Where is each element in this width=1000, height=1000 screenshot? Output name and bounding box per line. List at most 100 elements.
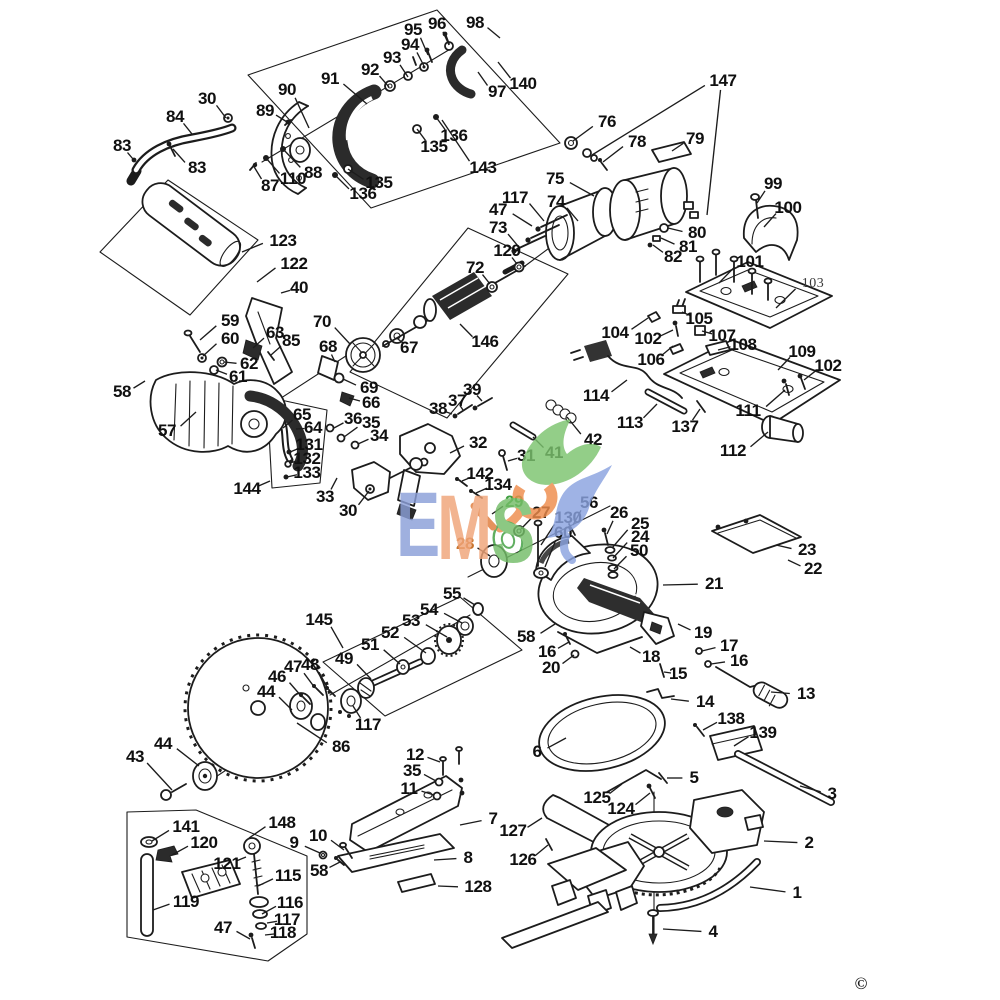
leader-line-137 <box>691 408 701 421</box>
leader-line-62 <box>223 361 237 364</box>
leader-line-12 <box>427 756 441 763</box>
part-label-108: 108 <box>729 335 757 354</box>
part-label-11: 11 <box>400 779 418 798</box>
leader-line-48 <box>318 671 329 690</box>
leader-line-59 <box>199 325 217 341</box>
leader-line-4 <box>662 928 702 933</box>
part-label-56: 56 <box>579 493 599 512</box>
part-label-138: 138 <box>717 709 745 728</box>
leader-line-31 <box>507 457 518 462</box>
leader-line-82 <box>652 244 664 253</box>
part-label-38: 38 <box>428 399 448 418</box>
motor-mount-and-armature <box>317 260 526 407</box>
part-label-17: 17 <box>719 636 739 655</box>
part-label-88: 88 <box>303 163 323 182</box>
leader-line-95 <box>419 37 429 56</box>
leader-line-30 <box>357 490 370 506</box>
leader-line-76 <box>572 125 594 142</box>
leader-line-89 <box>275 114 288 123</box>
part-label-91: 91 <box>320 69 340 88</box>
leader-line-57 <box>180 411 197 427</box>
part-label-143: 143 <box>469 158 497 177</box>
part-label-98: 98 <box>465 13 485 32</box>
part-label-96: 96 <box>427 14 447 33</box>
leader-line-8 <box>433 857 457 861</box>
leader-line-88 <box>282 148 301 168</box>
part-label-146: 146 <box>471 332 499 351</box>
leader-line-107 <box>701 330 713 335</box>
blade-guard-parts <box>249 31 476 195</box>
leader-line-33 <box>330 477 338 490</box>
leader-line-1 <box>749 886 786 893</box>
part-label-126: 126 <box>509 850 537 869</box>
part-label-47: 47 <box>283 657 303 676</box>
leader-line-121 <box>236 856 247 862</box>
part-label-94: 94 <box>400 35 420 54</box>
part-label-19: 19 <box>693 623 713 642</box>
part-label-2: 2 <box>804 833 814 852</box>
part-label-43: 43 <box>125 747 145 766</box>
part-label-16: 16 <box>537 642 557 661</box>
part-label-145: 145 <box>305 610 333 629</box>
leader-line-147 <box>706 89 722 216</box>
leader-line-9 <box>304 845 321 854</box>
part-label-117: 117 <box>501 188 529 207</box>
leader-line-40 <box>280 289 291 294</box>
part-label-131: 131 <box>295 435 323 454</box>
part-label-76: 76 <box>597 112 617 131</box>
part-label-100: 100 <box>774 198 802 217</box>
leader-line-30 <box>215 104 227 119</box>
part-label-127: 127 <box>499 821 527 840</box>
leader-line-135 <box>416 128 427 141</box>
leader-line-6 <box>547 737 567 749</box>
part-label-25: 25 <box>630 514 650 533</box>
part-label-106: 106 <box>637 350 665 369</box>
part-label-14: 14 <box>695 692 715 711</box>
part-label-124: 124 <box>607 799 635 818</box>
part-label-132: 132 <box>293 449 321 468</box>
part-label-139: 139 <box>749 723 777 742</box>
part-label-111: 111 <box>735 401 761 420</box>
part-label-42: 42 <box>583 430 603 449</box>
leader-line-47 <box>303 672 316 689</box>
leader-line-64 <box>295 427 305 430</box>
part-label-28: 28 <box>455 534 475 553</box>
leader-line-58 <box>133 380 146 389</box>
part-label-133: 133 <box>293 463 321 482</box>
part-label-12: 12 <box>405 745 425 764</box>
leader-line-81 <box>660 237 675 245</box>
part-label-89: 89 <box>255 101 275 120</box>
part-label-30: 30 <box>338 501 358 520</box>
leader-line-98 <box>487 27 501 39</box>
part-label-6: 6 <box>532 742 542 761</box>
carry-handle <box>126 113 237 186</box>
leader-line-93 <box>399 64 409 78</box>
leader-line-144 <box>258 480 271 487</box>
part-label-32: 32 <box>468 433 488 452</box>
leader-line-66 <box>348 397 361 402</box>
part-label-31: 31 <box>516 446 536 465</box>
leader-line-49 <box>356 663 372 680</box>
part-label-3: 3 <box>827 784 837 803</box>
leader-line-141 <box>151 829 170 842</box>
leader-line-79 <box>671 142 684 152</box>
leader-line-83 <box>172 148 186 163</box>
leader-line-123 <box>241 242 264 253</box>
leader-line-97 <box>477 71 489 86</box>
part-label-61: 61 <box>228 367 248 386</box>
part-label-49: 49 <box>334 649 354 668</box>
leader-line-146 <box>459 323 473 338</box>
leader-line-11 <box>421 790 435 796</box>
part-label-4: 4 <box>708 922 718 941</box>
leader-line-69 <box>342 378 357 386</box>
part-label-102: 102 <box>634 329 662 348</box>
part-label-58: 58 <box>309 861 329 880</box>
leader-line-17 <box>701 646 716 652</box>
leader-line-125 <box>609 783 623 795</box>
motor-field-housing <box>486 136 699 293</box>
leader-line-20 <box>562 654 575 665</box>
part-label-51: 51 <box>360 635 380 654</box>
leader-line-47 <box>512 213 533 227</box>
part-label-1: 1 <box>792 883 802 902</box>
